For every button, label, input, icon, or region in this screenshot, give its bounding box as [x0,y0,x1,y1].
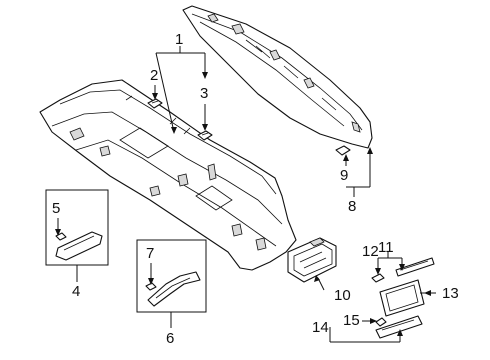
plate-part-14 [375,315,423,339]
trim-strip-part-11 [395,257,435,277]
bracket-part-6 [147,271,201,307]
callout-13: 13 [442,285,459,302]
bin-part-10 [287,237,337,283]
callout-1: 1 [175,31,184,48]
callout-11: 11 [378,239,394,256]
clip-part-3 [197,130,213,141]
callout-4: 4 [72,283,81,300]
callout-3: 3 [200,85,209,102]
callout-9: 9 [340,167,349,184]
bracket-part-4 [55,231,103,261]
clip-part-15 [375,317,387,327]
clip-part-7 [145,282,157,291]
rear-trim-panel [182,5,373,149]
callout-8: 8 [348,198,357,215]
callout-10: 10 [334,287,351,304]
callout-6: 6 [166,330,175,347]
callout-7: 7 [146,245,155,262]
center-console-body [39,79,297,271]
callout-14: 14 [312,319,329,336]
clip-part-2 [147,98,163,109]
clip-part-12 [371,273,385,283]
panel-part-13 [379,279,425,317]
callout-5: 5 [52,200,61,217]
callout-12: 12 [362,243,379,260]
callout-2: 2 [150,67,159,84]
callout-15: 15 [343,312,360,329]
arrow-heads [55,72,431,336]
clip-part-9 [335,145,351,156]
